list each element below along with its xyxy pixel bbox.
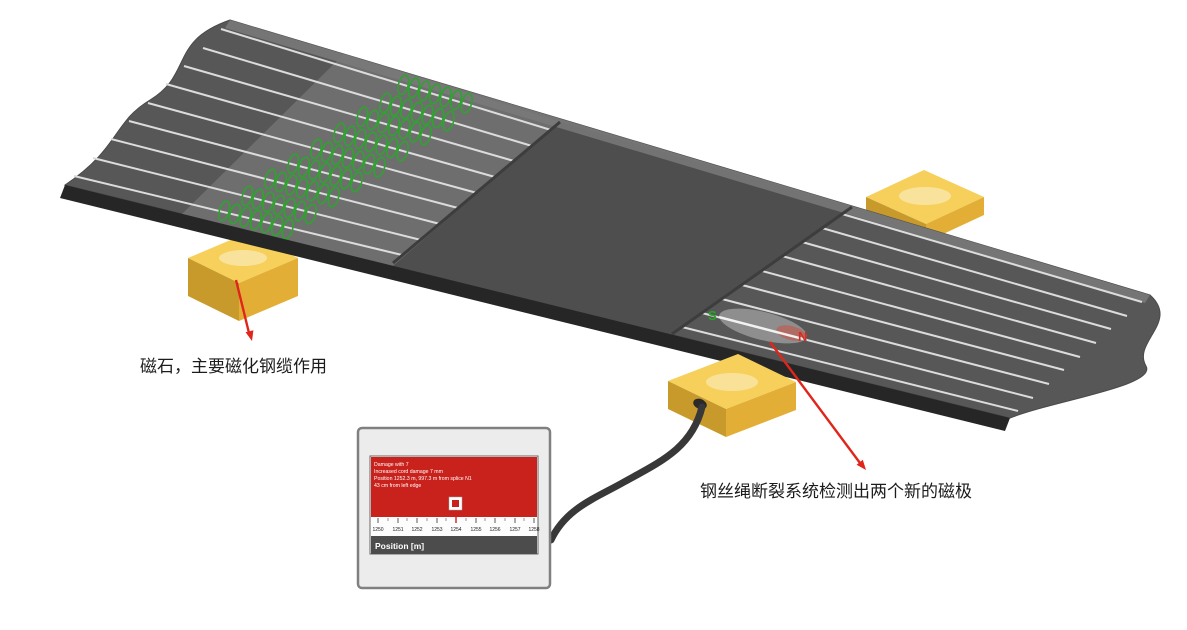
- ruler-tick-label: 1256: [489, 527, 500, 533]
- magnet-top-face: [668, 354, 796, 409]
- steel-cable: [801, 241, 1112, 330]
- annotation-arrows: [234, 279, 866, 470]
- ruler-tick-label: 1255: [470, 527, 481, 533]
- steel-cable: [721, 298, 1050, 385]
- arrow-head-detection: [856, 459, 866, 470]
- steel-cables-left: [73, 28, 552, 256]
- magnet-front-face: [239, 258, 298, 321]
- steel-cable: [92, 157, 422, 241]
- north-pole-label: N: [798, 329, 807, 344]
- ruler-tick-label: 1253: [431, 527, 442, 533]
- axis-label-strip: [371, 536, 537, 554]
- monitor-device: Damage with 7 Increased cord damage 7 mm…: [356, 426, 552, 590]
- ruler-major-ticks: [377, 518, 535, 523]
- position-axis-label: Position [m]: [375, 541, 424, 551]
- magnet-annotation-label: 磁石，主要磁化钢缆作用: [140, 357, 327, 376]
- steel-cable: [781, 255, 1097, 344]
- magnet-side-face: [668, 381, 726, 437]
- steel-cable: [220, 28, 552, 131]
- steel-cable: [183, 65, 515, 162]
- arrow-head-magnet: [245, 330, 254, 341]
- ruler-minor-ticks: [387, 518, 525, 521]
- magnet-block-left: [188, 233, 298, 321]
- ruler-tick-label: 1251: [392, 527, 403, 533]
- magnet-side-face: [188, 258, 239, 321]
- steel-cable: [165, 83, 496, 178]
- ruler-tick-label: 1254: [450, 527, 461, 533]
- screen-text-line: Position 1252.3 m, 997.3 m from splice N…: [374, 476, 472, 482]
- ruler-tick-label: 1258: [528, 527, 539, 533]
- steel-cable: [741, 284, 1065, 371]
- sensor-cable: [547, 403, 706, 544]
- steel-cable: [821, 227, 1128, 317]
- arrow-line-detection: [769, 341, 861, 464]
- south-pole-label: S: [708, 308, 717, 323]
- detection-annotation-label: 钢丝绳断裂系统检测出两个新的磁极: [700, 482, 972, 501]
- damage-marker-glyph: [452, 500, 459, 507]
- steel-cable: [761, 270, 1081, 358]
- magnet-highlight: [219, 250, 267, 266]
- magnet-highlight: [899, 187, 951, 205]
- steel-cable: [147, 102, 478, 194]
- belt-seam-right: [671, 205, 853, 336]
- ruler-tick-label: 1250: [372, 527, 383, 533]
- steel-cable: [128, 120, 459, 209]
- magnet-highlight: [706, 373, 758, 391]
- magnet-front-face: [726, 382, 796, 437]
- belt-light-band: [182, 54, 560, 266]
- magnet-top-face: [866, 170, 984, 224]
- steel-cable: [681, 326, 1019, 412]
- belt-seam-left: [392, 120, 561, 265]
- steel-cable: [202, 47, 533, 147]
- magnetic-pole-spot: S N: [708, 308, 808, 344]
- screen-text-line: Increased cord damage 7 mm: [374, 469, 443, 475]
- steel-cable: [841, 213, 1143, 303]
- ruler-tick-label: 1257: [509, 527, 520, 533]
- screen-text-line: Damage with 7: [374, 462, 409, 468]
- ruler-tick-label: 1252: [411, 527, 422, 533]
- magnet-block-sensor: [668, 354, 796, 437]
- screen-text-line: 43 cm from left edge: [374, 483, 421, 489]
- steel-cable: [73, 175, 403, 256]
- arrow-line-magnet: [234, 279, 251, 334]
- position-ruler: [371, 517, 537, 536]
- belt-thickness-edge: [60, 185, 1010, 431]
- magnet-front-face: [926, 197, 984, 242]
- broken-cable-highlight: [718, 315, 808, 342]
